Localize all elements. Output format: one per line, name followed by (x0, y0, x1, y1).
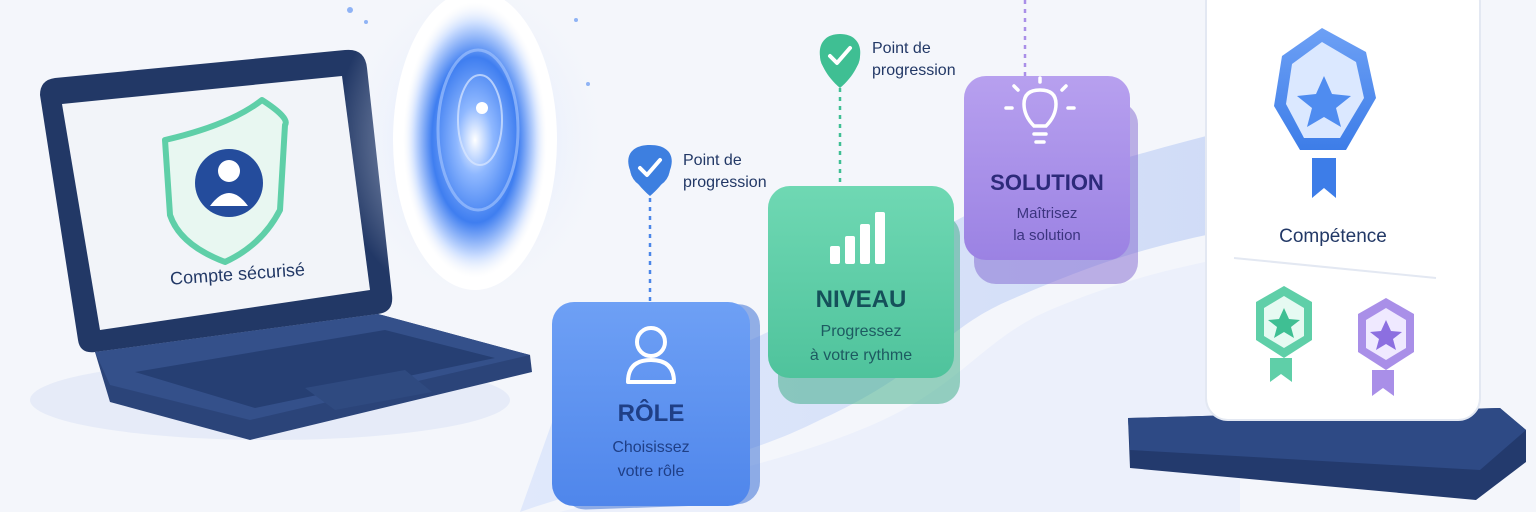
user-icon (626, 326, 676, 384)
step-role-subtitle: Choisissez votre rôle (552, 436, 750, 484)
checkpoint-1-line2: progression (683, 174, 767, 191)
checkpoint-2-line1: Point de (872, 40, 931, 57)
bar-chart-icon (830, 212, 885, 264)
step-role-sub2: votre rôle (617, 463, 685, 480)
star-badge-icon (1358, 298, 1414, 396)
lightbulb-icon (1004, 76, 1076, 144)
check-pin-icon (638, 158, 662, 177)
checkpoint-1 (628, 145, 672, 302)
step-solution-title: SOLUTION (990, 170, 1104, 195)
checkpoint-2-label: Point de progression (872, 38, 956, 82)
check-pin-icon (828, 46, 852, 65)
star-badge-icon (1256, 286, 1312, 382)
step-level-subtitle: Progressez à votre rythme (768, 320, 954, 368)
shield-user-icon (162, 97, 289, 265)
step-solution-sub2: la solution (1013, 227, 1081, 244)
step-level-sub1: Progressez (820, 323, 902, 340)
step-solution-subtitle: Maîtrisez la solution (964, 203, 1130, 247)
checkpoint-2-line2: progression (872, 62, 956, 79)
step-role-sub1: Choisissez (612, 439, 690, 456)
checkpoint-1-line1: Point de (683, 152, 742, 169)
step-card-role[interactable] (552, 302, 760, 510)
step-role-title: RÔLE (617, 400, 685, 427)
step-card-level[interactable] (768, 186, 960, 404)
checkpoint-2 (819, 34, 861, 186)
step-solution-sub1: Maîtrisez (1016, 205, 1078, 222)
portal-icon (335, 0, 615, 310)
competence-title: Compétence (1279, 226, 1387, 247)
competence-panel (1128, 0, 1526, 500)
step-level-sub2: à votre rythme (809, 347, 913, 364)
checkpoint-1-label: Point de progression (683, 150, 767, 194)
star-badge-icon (1274, 28, 1376, 198)
step-card-solution[interactable] (964, 76, 1138, 284)
step-level-title: NIVEAU (815, 286, 907, 313)
